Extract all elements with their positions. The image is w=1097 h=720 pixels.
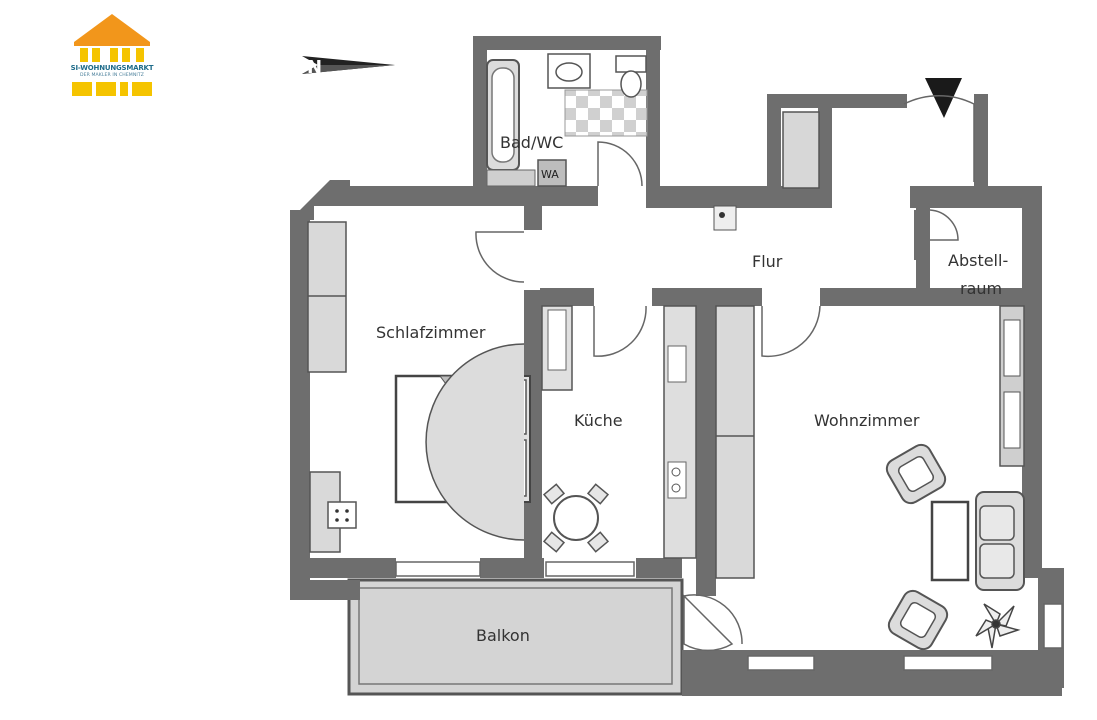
wall-unit-wohn [715, 305, 755, 579]
windows [395, 561, 1063, 671]
walls [290, 36, 1064, 696]
north-arrow-icon: N [302, 56, 395, 78]
armchair-lower [887, 589, 949, 651]
balcony-area [347, 578, 684, 696]
room-label-wohn: Wohnzimmer [814, 411, 920, 430]
armchair-upper [885, 443, 947, 505]
wardrobe-schlaf [307, 221, 347, 373]
toilet [615, 55, 647, 73]
compass-label: N [307, 57, 322, 78]
entrance-arrow-icon [925, 78, 962, 118]
room-label-balkon: Balkon [476, 626, 530, 645]
dining-table [553, 495, 599, 541]
logo-tagline-text: DER MAKLER IN CHEMNITZ [79, 73, 145, 78]
washer-label: WA [541, 168, 559, 181]
logo-brand-text: SI-WOHNUNGSMARKT [70, 64, 154, 72]
kitchen-counter [663, 305, 697, 559]
room-label-schlaf: Schlafzimmer [376, 323, 486, 342]
room-label-abstell-1: Abstell- [948, 251, 1008, 270]
wardrobe-flur [782, 111, 820, 189]
plant-icon [975, 603, 1021, 649]
room-label-abstell-2: raum [960, 279, 1002, 298]
room-label-bad: Bad/WC [500, 133, 563, 152]
room-label-kueche: Küche [574, 411, 623, 430]
room-label-flur: Flur [752, 252, 783, 271]
company-logo: SI-WOHNUNGSMARKT DER MAKLER IN CHEMNITZ [66, 12, 158, 102]
coffee-table [930, 500, 970, 582]
washer-box [537, 159, 567, 187]
logo-house-icon [72, 14, 152, 96]
